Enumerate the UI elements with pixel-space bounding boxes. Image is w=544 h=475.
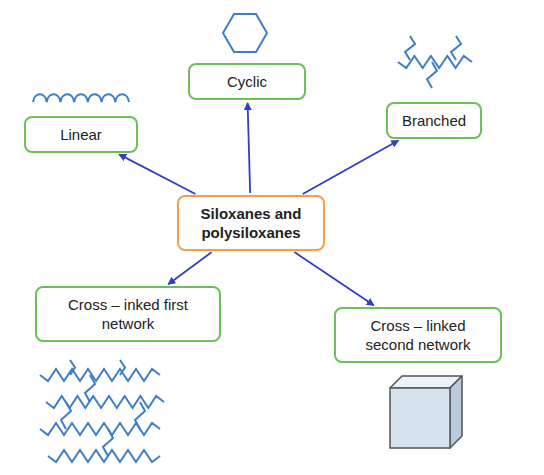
linear-chain bbox=[33, 94, 129, 102]
hub-box: Siloxanes and polysiloxanes bbox=[177, 195, 325, 251]
network-chain bbox=[40, 369, 160, 381]
arrow-connector bbox=[168, 252, 211, 284]
network-chain bbox=[48, 450, 160, 462]
network-link bbox=[120, 360, 125, 375]
arrow-connector bbox=[294, 252, 373, 305]
network-cube bbox=[390, 376, 462, 448]
node-label: Siloxanes and polysiloxanes bbox=[189, 204, 313, 242]
arrow-connector bbox=[303, 140, 399, 194]
network-link bbox=[103, 429, 113, 456]
network-link bbox=[135, 402, 145, 429]
branched-side-chain bbox=[427, 62, 437, 88]
arrow-connector bbox=[119, 154, 195, 194]
structure-box: Linear bbox=[24, 116, 138, 153]
branched-chain bbox=[398, 36, 472, 88]
structure-box: Cross – inked first network bbox=[35, 286, 221, 342]
node-label: Branched bbox=[398, 111, 470, 130]
structure-box: Cross – linked second network bbox=[334, 307, 502, 363]
structure-box: Branched bbox=[386, 102, 482, 139]
network-link bbox=[85, 375, 95, 402]
network-link bbox=[70, 360, 75, 375]
network-chain bbox=[46, 396, 164, 408]
branched-side-chain bbox=[451, 36, 461, 60]
node-label: Cross – linked second network bbox=[346, 316, 490, 354]
node-label: Linear bbox=[36, 125, 126, 144]
network-first bbox=[40, 360, 164, 462]
cyclic-hexagon bbox=[223, 14, 267, 52]
node-label: Cyclic bbox=[200, 72, 294, 91]
structure-box: Cyclic bbox=[188, 63, 306, 100]
network-chain bbox=[40, 423, 160, 435]
network-link bbox=[61, 402, 71, 429]
branched-side-chain bbox=[405, 36, 415, 60]
arrow-connector bbox=[248, 103, 251, 193]
node-label: Cross – inked first network bbox=[47, 295, 209, 333]
